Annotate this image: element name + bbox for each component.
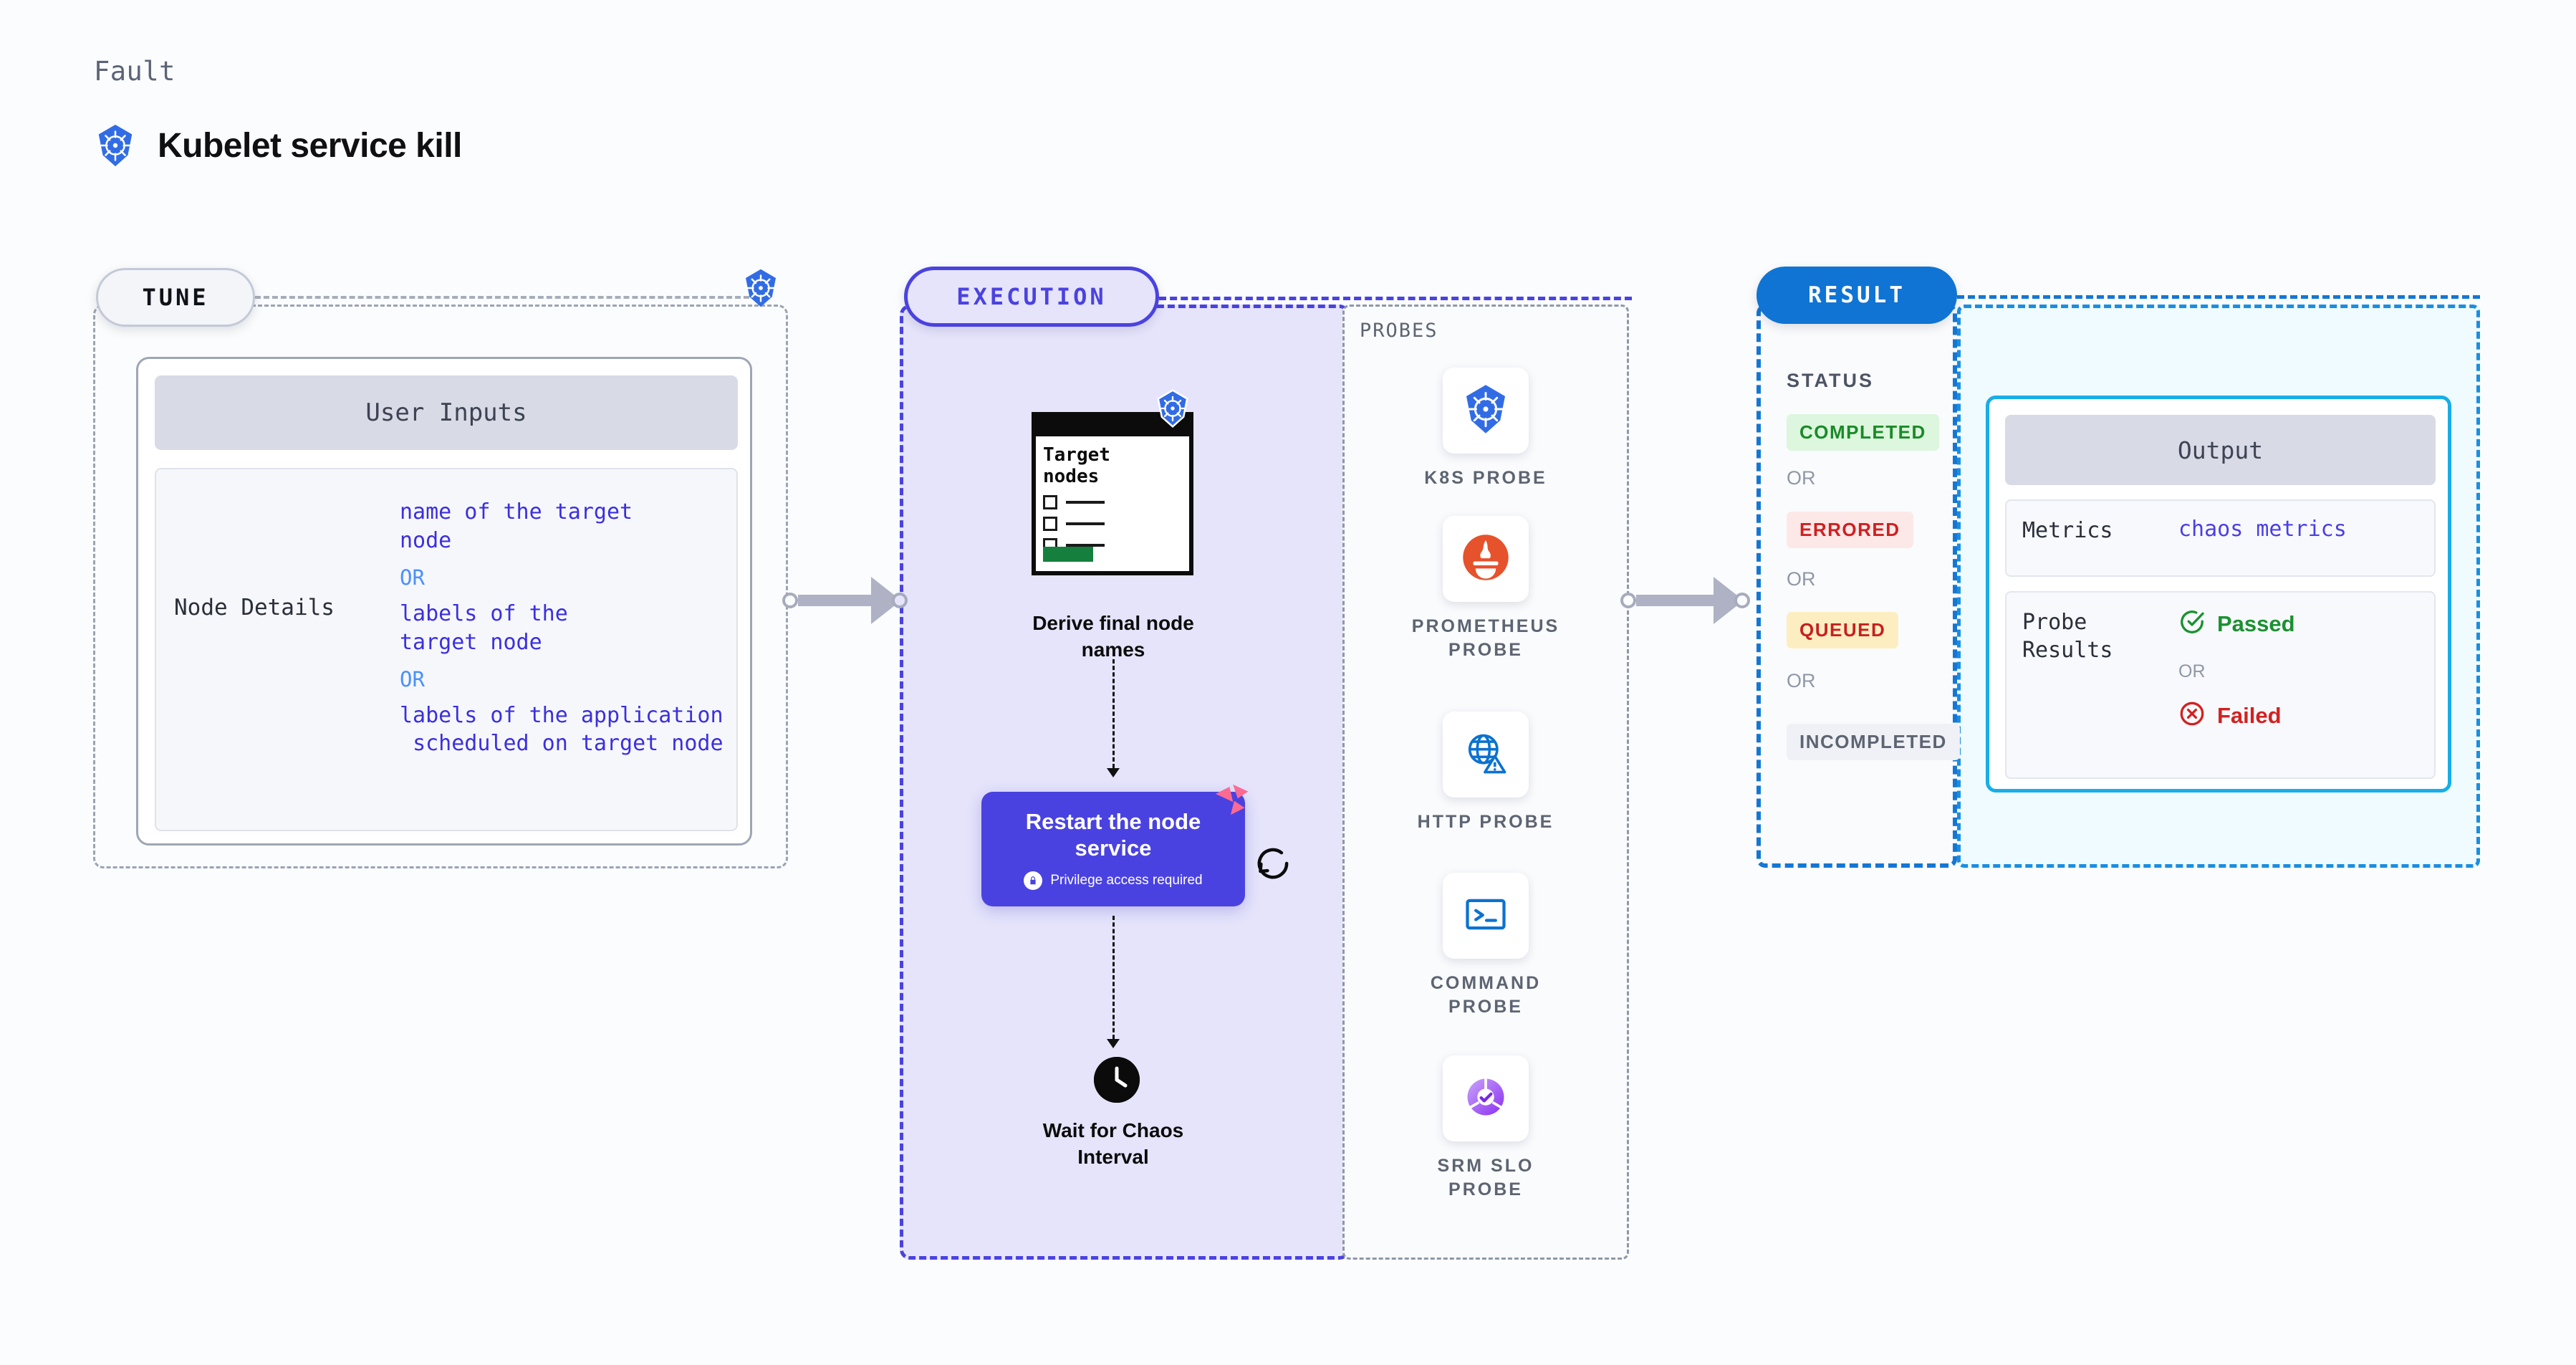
probe-results-key: Probe Results — [2022, 610, 2113, 663]
probe-tile — [1443, 1055, 1529, 1141]
input-row-key: Node Details — [174, 595, 335, 621]
flow-connector — [1112, 659, 1115, 768]
probe-result-passed: Passed — [2178, 608, 2295, 639]
kubernetes-icon — [1460, 383, 1512, 439]
target-nodes-title: Target nodes — [1043, 444, 1110, 487]
user-inputs-body: Node Details name of the target node OR … — [155, 468, 738, 831]
metrics-key: Metrics — [2022, 518, 2113, 543]
or-separator: OR — [400, 666, 425, 691]
globe-warning-icon — [1461, 729, 1510, 781]
row-line — [1066, 522, 1105, 525]
status-badge-queued: QUEUED — [1787, 612, 1899, 648]
status-badge-incompleted: INCOMPLETED — [1787, 724, 1960, 760]
tune-dashed-connector — [255, 296, 749, 299]
probe-tile — [1443, 712, 1529, 798]
flow-arrowhead — [1107, 1039, 1120, 1048]
or-separator: OR — [1787, 568, 1816, 590]
refresh-icon — [1254, 844, 1292, 886]
user-inputs-header: User Inputs — [155, 375, 738, 450]
execution-dashed-connector — [1159, 297, 1632, 300]
tune-panel — [93, 305, 788, 868]
probe-label: K8S PROBE — [1424, 468, 1547, 488]
result-dashed-connector — [1957, 295, 2480, 299]
probe-item[interactable]: PROMETHEUS PROBE — [1342, 516, 1629, 662]
metrics-row: Metrics chaos metrics — [2005, 499, 2436, 577]
privilege-text: Privilege access required — [1050, 873, 1203, 889]
page-title-text: Kubelet service kill — [158, 126, 462, 165]
output-card: Output Metrics chaos metrics Probe Resul… — [1986, 396, 2451, 792]
result-panel — [1756, 305, 1957, 868]
input-value: labels of the application scheduled on t… — [400, 702, 724, 757]
connector-endpoint — [892, 593, 908, 608]
probe-tile — [1443, 516, 1529, 602]
execution-badge[interactable]: EXECUTION — [904, 267, 1159, 327]
metrics-value[interactable]: chaos metrics — [2178, 517, 2347, 542]
probe-label: PROMETHEUS PROBE — [1411, 616, 1560, 660]
flow-connector — [1112, 916, 1115, 1039]
connector-shaft — [798, 595, 873, 606]
kubernetes-icon — [1153, 389, 1192, 431]
connector-endpoint — [1734, 593, 1750, 608]
connector-endpoint — [1620, 593, 1636, 608]
confirm-button[interactable] — [1043, 547, 1093, 562]
terminal-icon — [1461, 890, 1510, 942]
result-badge[interactable]: RESULT — [1756, 267, 1957, 324]
x-circle-icon — [2178, 700, 2206, 731]
input-row-values: name of the target node OR labels of the… — [400, 498, 744, 768]
connector-endpoint — [782, 593, 798, 608]
user-inputs-card: User Inputs Node Details name of the tar… — [136, 357, 752, 846]
slo-donut-icon — [1461, 1073, 1510, 1125]
tune-badge[interactable]: TUNE — [96, 268, 255, 327]
status-label: STATUS — [1787, 370, 1874, 391]
clock-icon — [1094, 1057, 1140, 1103]
failed-label: Failed — [2217, 702, 2282, 728]
flow-arrowhead — [1107, 768, 1120, 777]
or-separator: OR — [1787, 670, 1816, 691]
target-nodes-card: Target nodes — [1032, 412, 1193, 575]
or-separator: OR — [400, 565, 425, 590]
probe-item[interactable]: HTTP PROBE — [1342, 712, 1629, 834]
eyebrow-label: Fault — [94, 56, 176, 87]
checkbox-row[interactable] — [1043, 495, 1105, 509]
input-value: name of the target node — [400, 499, 633, 553]
checkbox-icon[interactable] — [1043, 495, 1057, 509]
status-badge-completed: COMPLETED — [1787, 414, 1939, 451]
connector-shaft — [1636, 595, 1715, 606]
passed-label: Passed — [2217, 610, 2295, 636]
probe-results-row: Probe Results Passed OR Failed — [2005, 591, 2436, 779]
probe-label: SRM SLO PROBE — [1437, 1156, 1534, 1199]
connector-tune-to-execution — [782, 577, 908, 624]
litmus-icon — [1212, 781, 1249, 822]
kubernetes-icon — [93, 123, 138, 168]
kubernetes-icon — [741, 268, 781, 308]
probe-label: HTTP PROBE — [1417, 812, 1554, 832]
probe-item[interactable]: COMMAND PROBE — [1342, 873, 1629, 1019]
probe-label: COMMAND PROBE — [1430, 973, 1542, 1017]
probe-item[interactable]: K8S PROBE — [1342, 368, 1629, 490]
input-value: labels of the target node — [400, 600, 568, 655]
privilege-badge: Privilege access required — [1024, 871, 1203, 891]
row-line — [1066, 544, 1105, 547]
step-label-wait: Wait for Chaos Interval — [1042, 1119, 1184, 1168]
output-header: Output — [2005, 415, 2436, 485]
probe-result-failed: Failed — [2178, 700, 2282, 731]
step-label-derive: Derive final node names — [1032, 612, 1194, 661]
probes-label: PROBES — [1360, 320, 1438, 342]
connector-execution-to-result — [1620, 577, 1750, 624]
row-line — [1066, 501, 1105, 504]
probe-item[interactable]: SRM SLO PROBE — [1342, 1055, 1629, 1202]
probe-tile — [1443, 368, 1529, 454]
lock-icon — [1024, 871, 1043, 891]
status-badge-errored: ERRORED — [1787, 512, 1913, 548]
or-separator: OR — [1787, 467, 1816, 489]
or-separator: OR — [2178, 661, 2206, 681]
step-label-restart: Restart the node service — [1025, 808, 1201, 861]
restart-node-service-step[interactable]: Restart the node service Privilege acces… — [981, 792, 1245, 906]
page-title: Kubelet service kill — [93, 123, 462, 168]
probe-tile — [1443, 873, 1529, 959]
prometheus-icon — [1461, 532, 1511, 586]
check-circle-icon — [2178, 608, 2206, 639]
checkbox-row[interactable] — [1043, 517, 1105, 531]
checkbox-icon[interactable] — [1043, 517, 1057, 531]
